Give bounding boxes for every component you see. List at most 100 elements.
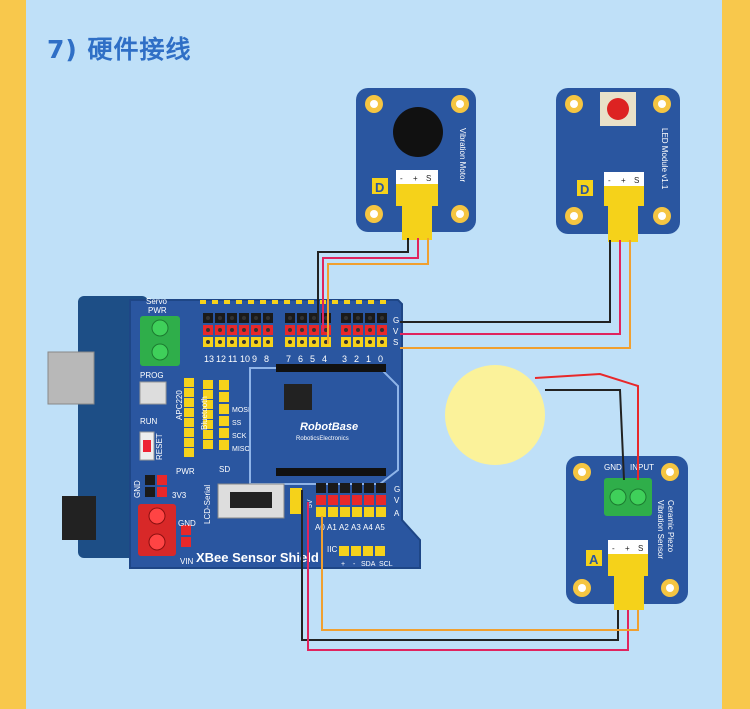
piezo-badge-bg: [586, 550, 602, 566]
pwr2-label: PWR: [176, 467, 195, 476]
pin-hole: [288, 328, 292, 332]
power-terminal: [138, 504, 176, 556]
piezo-disc: [445, 365, 545, 465]
motor-disc: [393, 107, 443, 157]
digital-pin-label: 1: [366, 354, 371, 364]
vibration-motor-label: Vibration Motor: [458, 128, 467, 182]
analog-pin: [340, 507, 350, 517]
regulator-chip: [284, 384, 312, 410]
analog-pin: [352, 507, 362, 517]
apc-pin: [184, 438, 194, 447]
pin-hole: [368, 340, 372, 344]
iic-pin-label: -: [353, 561, 356, 568]
analog-pin: [340, 495, 350, 505]
reset-cap: [143, 440, 151, 452]
spi-label: SCK: [232, 433, 247, 440]
pin-hole: [230, 340, 234, 344]
analog-pin: [364, 495, 374, 505]
voltage-jumper: [290, 488, 302, 514]
power-pin: [145, 475, 155, 485]
servo-label: Servo: [146, 297, 167, 306]
run-label: RUN: [140, 417, 158, 426]
analog-pin: [316, 507, 326, 517]
edge-pin: [296, 300, 302, 304]
edge-pin: [380, 300, 386, 304]
led-badge-bg: [577, 180, 593, 196]
sd-pin: [219, 404, 229, 414]
analog-pin: [328, 507, 338, 517]
iic-pin-label: SDA: [361, 561, 376, 568]
edge-pin: [260, 300, 266, 304]
edge-pin: [284, 300, 290, 304]
pin-hole: [356, 316, 360, 320]
analog-pin-label: A5: [375, 523, 385, 532]
pin-hole: [380, 328, 384, 332]
edge-pin: [212, 300, 218, 304]
pin-hole: [266, 328, 270, 332]
piezo-badge: A: [589, 552, 599, 567]
edge-pin: [308, 300, 314, 304]
iic-pin: [351, 546, 361, 556]
analog-pin: [352, 495, 362, 505]
edge-pin: [236, 300, 242, 304]
bt-pin: [203, 400, 213, 409]
module-pin-label: S: [634, 176, 639, 185]
apc-pin: [184, 448, 194, 457]
vibration-wire-orange: [327, 238, 429, 344]
piezo-disc-wire-black: [545, 389, 625, 481]
shield-name: XBee Sensor Shield: [196, 550, 319, 565]
module-pin-label: +: [625, 544, 630, 553]
piezo-gnd-label: GND: [604, 463, 622, 472]
led-bulb: [607, 98, 629, 120]
bt-pin: [203, 410, 213, 419]
wires: [301, 238, 639, 651]
piezo-pin-labels: -+S: [612, 544, 643, 553]
pin-hole: [242, 328, 246, 332]
digital-pin-label: 0: [378, 354, 383, 364]
pin-hole: [300, 328, 304, 332]
pin-hole: [288, 340, 292, 344]
digital-pin-label: 6: [298, 354, 303, 364]
xbee-header-bottom: [276, 468, 386, 476]
pin-hole: [230, 316, 234, 320]
apc-pin: [184, 418, 194, 427]
digital-pin-label: 2: [354, 354, 359, 364]
digital-pin-label: 12: [216, 354, 226, 364]
spi-label: MOSI: [232, 407, 250, 414]
module-pin-label: +: [621, 176, 626, 185]
sd-label: SD: [219, 465, 230, 474]
led-wire-orange: [400, 240, 631, 349]
analog-pin: [376, 507, 386, 517]
bt-pin: [203, 420, 213, 429]
pin-hole: [218, 328, 222, 332]
pin-hole: [206, 316, 210, 320]
analog-pin: [328, 483, 338, 493]
pin-hole: [206, 328, 210, 332]
analog-pin-label: A2: [339, 523, 349, 532]
row-label-g2: G: [394, 485, 400, 494]
spi-label: MISO: [232, 446, 250, 453]
iic-label: IIC: [327, 545, 337, 554]
analog-pin: [316, 495, 326, 505]
pin-hole: [254, 316, 258, 320]
power-pins: [145, 475, 191, 547]
sd-pin: [219, 392, 229, 402]
sd-pin: [219, 416, 229, 426]
edge-pin: [272, 300, 278, 304]
bluetooth-label: Bluetooth: [200, 396, 209, 430]
digital-pin-label: 11: [228, 354, 237, 364]
apc-pin: [184, 378, 194, 387]
vibration-wire-red: [322, 238, 419, 332]
3v3-label: 3V3: [172, 491, 187, 500]
edge-pin: [332, 300, 338, 304]
analog-pin-label: A3: [351, 523, 361, 532]
pin-hole: [312, 340, 316, 344]
module-pin-label: -: [608, 176, 611, 185]
row-label-v: V: [393, 327, 399, 336]
piezo-wire-orange: [321, 516, 639, 631]
